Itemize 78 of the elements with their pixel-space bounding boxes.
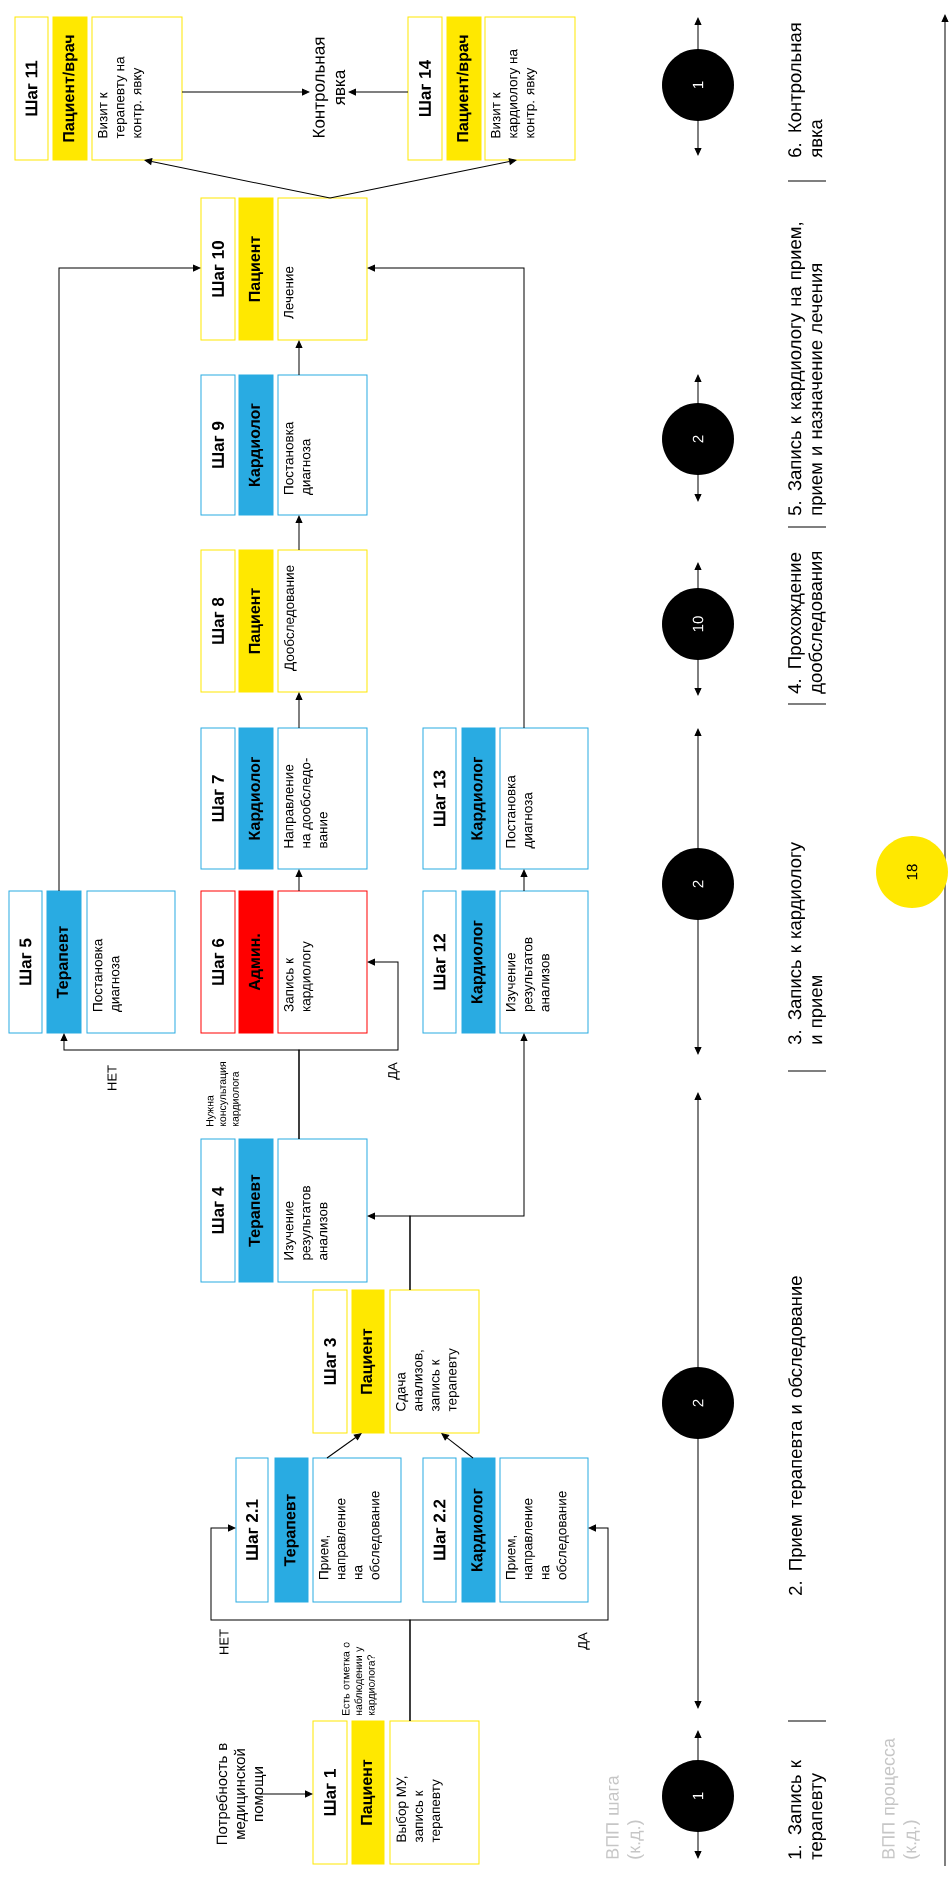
arrow [259,1790,313,1798]
decision-text: Есть отметка о наблюдении у кардиолога? [342,1642,377,1716]
description-box: Направление на дообследо- вание [277,727,368,870]
description-box: Сдача анализов, запись к терапевту [389,1289,480,1434]
phase-label: 5. Запись к кардиологу на прием, прием и назначение лечения [788,223,826,516]
description-box: Лечение [277,197,368,341]
arrow [367,264,525,729]
step-number-box: Шаг 9 [200,374,236,516]
role-box: Пациент/врач [52,16,88,161]
arrow [409,1524,609,1722]
edge-label: НЕТ [107,1065,117,1090]
arrow [441,1433,474,1459]
step-number-box: Шаг 3 [312,1289,348,1434]
arrow [409,1033,528,1291]
role-box: Админ. [238,890,274,1034]
arrow [295,869,303,892]
description-box: Запись к кардиологу [277,890,368,1034]
step-number-box: Шаг 2.1 [235,1457,269,1603]
arrow [58,264,201,892]
role-box: Кардиолог [461,1457,496,1603]
description-box: Прием, направление на обследование [499,1457,589,1603]
step-number-box: Шаг 2.2 [422,1457,457,1603]
role-box: Кардиолог [238,727,274,870]
role-box: Кардиолог [461,727,496,870]
description-box: Постановка диагноза [499,727,589,870]
arrow [348,88,409,96]
description-box: Визит к терапевту на контр. явку [91,16,183,161]
flow-text: Потребность в медицинской помощи [216,1743,266,1845]
description-box: Постановка диагноза [86,890,176,1034]
step-number-box: Шаг 8 [200,549,236,693]
description-box: Дообследование [277,549,368,693]
arrow [326,1433,362,1459]
edge-label: ДА [388,1062,400,1080]
role-box: Терапевт [238,1138,274,1283]
role-box: Пациент [238,549,274,693]
arrow [295,692,303,729]
step-number-box: Шаг 1 [312,1720,348,1865]
role-box: Пациент [351,1289,385,1434]
role-box: Терапевт [274,1457,309,1603]
edge-label: ДА [578,1632,590,1650]
phase-label: 4. Прохождение дообследования [788,551,826,694]
arrow [298,958,399,1140]
step-number-box: Шаг 12 [422,890,457,1034]
phase-label: 3. Запись к кардиологу и прием [788,842,826,1045]
role-box: Кардиолог [238,374,274,516]
step-number-box: Шаг 11 [14,16,49,161]
step-number-box: Шаг 6 [200,890,236,1034]
step-number-box: Шаг 4 [200,1138,236,1283]
edge-label: НЕТ [219,1629,229,1654]
role-box: Терапевт [46,890,82,1034]
arrow [295,340,303,376]
phase-label: 2. Прием терапевта и обследование [788,1276,806,1595]
axis-caption: ВПП процесса (к.д.) [882,1738,920,1859]
arrow [329,158,517,199]
role-box: Пациент/врач [446,16,482,161]
axis-caption: ВПП шага (к.д.) [606,1775,644,1859]
arrow [520,869,528,892]
step-number-box: Шаг 7 [200,727,236,870]
flow-text: Контрольная явка [312,37,346,138]
arrow [295,515,303,551]
description-box: Прием, направление на обследование [312,1457,402,1603]
step-number-box: Шаг 14 [407,16,443,161]
step-number-box: Шаг 5 [8,890,43,1034]
arrow [181,88,310,96]
role-box: Пациент [351,1720,385,1865]
description-box: Изучение результатов анализов [499,890,589,1034]
role-box: Пациент [238,197,274,341]
decision-text: Нужна консультация кардиолога [206,1062,241,1127]
description-box: Изучение результатов анализов [277,1138,368,1283]
step-number-box: Шаг 10 [200,197,236,341]
phase-label: 1. Запись к терапевту [788,1760,826,1860]
phase-label: 6. Контрольная явка [788,23,823,158]
description-box: Выбор МУ, запись к терапевту [389,1720,480,1865]
step-number-box: Шаг 13 [422,727,457,870]
description-box: Постановка диагноза [277,374,368,516]
description-box: Визит к кардиологу на контр. явку [484,16,576,161]
arrow [144,158,331,199]
role-box: Кардиолог [461,890,496,1034]
